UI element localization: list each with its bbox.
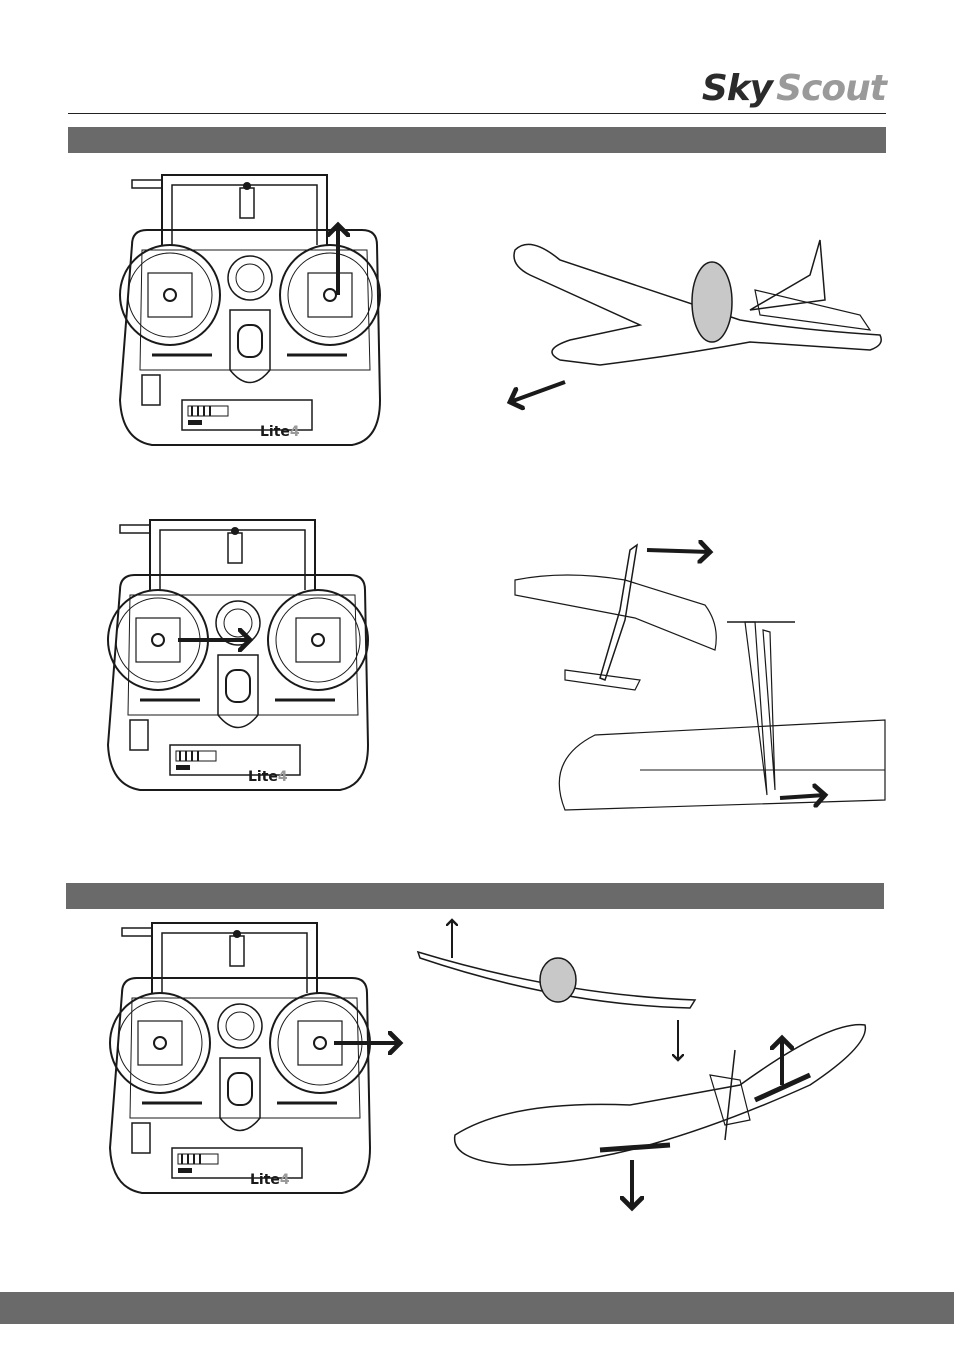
- transmitter-icon: Lite4: [112, 170, 402, 470]
- section-bar-1: [68, 127, 886, 153]
- logo-word-sky: Sky: [702, 68, 772, 109]
- logo-word-scout: Scout: [776, 68, 886, 109]
- transmitter-figure-1: Lite4: [112, 170, 402, 470]
- airplane-illustration-icon: [500, 230, 890, 420]
- arrow-icon: [780, 795, 825, 798]
- transmitter-figure-2: Lite4: [100, 515, 390, 815]
- airplane-figure-2: [505, 540, 895, 820]
- airplane-figure-1: [500, 230, 890, 420]
- airplane-illustration-icon: [410, 910, 880, 1220]
- transmitter-brand-label: Lite: [250, 1172, 280, 1188]
- transmitter-brand-number: 4: [290, 424, 300, 440]
- transmitter-brand-number: 4: [278, 769, 288, 785]
- arrow-icon: [510, 382, 565, 402]
- svg-text:Lite4: Lite4: [250, 1172, 290, 1188]
- transmitter-figure-3: Lite4: [102, 918, 412, 1218]
- transmitter-brand-label: Lite: [260, 424, 290, 440]
- footer-bar: [0, 1292, 954, 1324]
- svg-text:Lite4: Lite4: [260, 424, 300, 440]
- airplane-figure-3: [410, 910, 880, 1220]
- airplane-illustration-icon: [505, 540, 895, 820]
- transmitter-brand-label: Lite: [248, 769, 278, 785]
- transmitter-icon: Lite4: [102, 918, 412, 1218]
- transmitter-brand-number: 4: [280, 1172, 290, 1188]
- section-bar-2: [66, 883, 884, 909]
- svg-text:Lite4: Lite4: [248, 769, 288, 785]
- header-rule: [68, 113, 886, 114]
- arrow-icon: [647, 550, 710, 552]
- transmitter-icon: Lite4: [100, 515, 390, 815]
